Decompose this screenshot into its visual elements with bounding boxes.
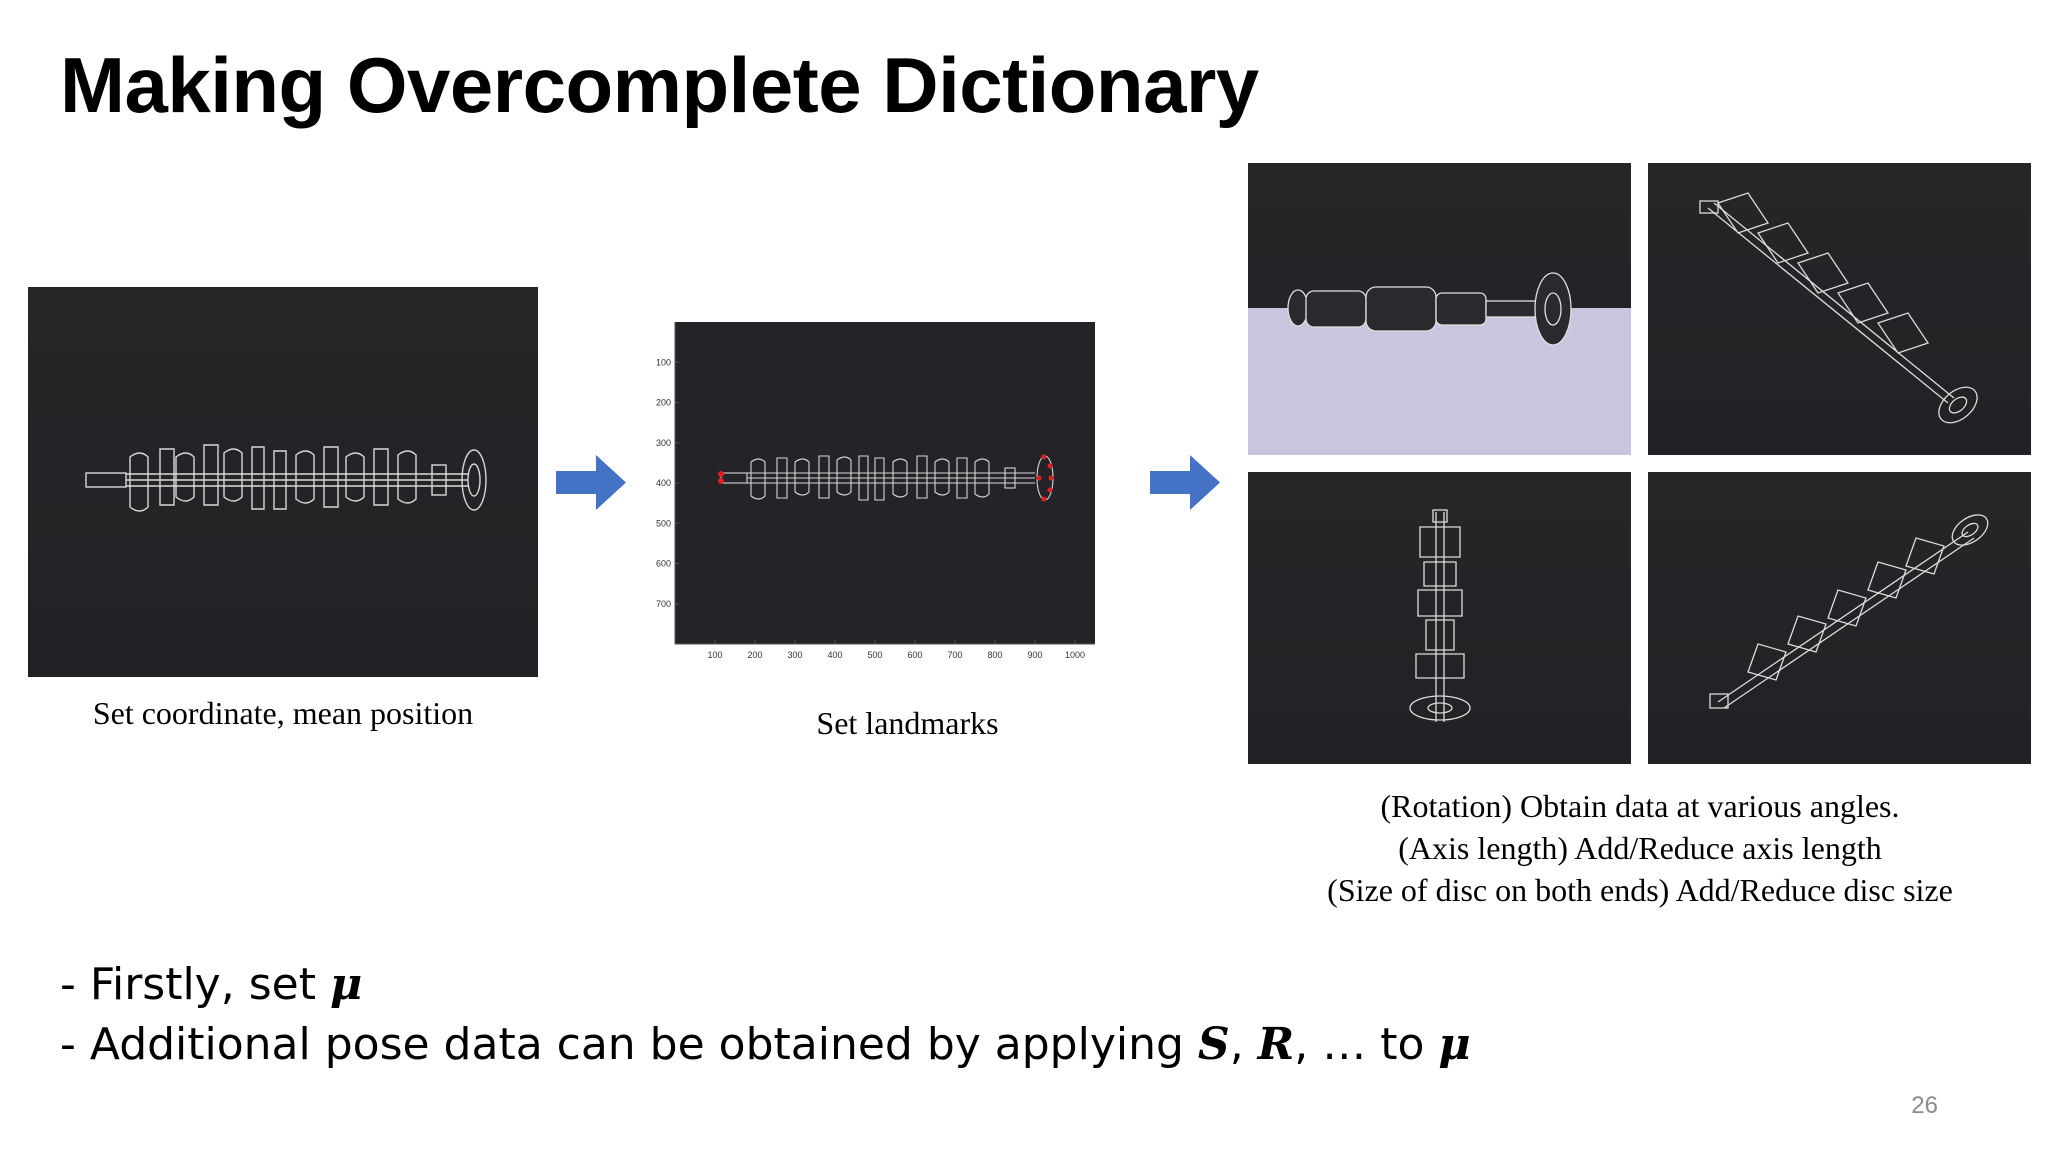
bullet-2: - Additional pose data can be obtained b…	[60, 1015, 1471, 1075]
bullet-1: - Firstly, set μ	[60, 955, 1471, 1015]
augmentation-description: (Rotation) Obtain data at various angles…	[1240, 785, 2040, 911]
rotated-view-3	[1248, 472, 1631, 764]
mu-symbol-2: μ	[1438, 1019, 1471, 1070]
desc-line-disc: (Size of disc on both ends) Add/Reduce d…	[1327, 872, 1953, 908]
y-tick-label: 400	[656, 478, 671, 488]
x-tick-label: 200	[747, 650, 762, 660]
x-tick-label: 800	[987, 650, 1002, 660]
y-tick-label: 300	[656, 438, 671, 448]
desc-line-rotation: (Rotation) Obtain data at various angles…	[1380, 788, 1900, 824]
y-tick-label: 100	[656, 357, 671, 367]
landmark-plot: 100 200 300 400 500 600 700 800 900 1000 100 200 30…	[655, 310, 1115, 670]
y-tick-label: 600	[656, 559, 671, 569]
mean-position-image	[28, 287, 538, 677]
right-arrow-icon	[1150, 455, 1220, 510]
desc-line-axis: (Axis length) Add/Reduce axis length	[1398, 830, 1882, 866]
x-tick-label: 400	[827, 650, 842, 660]
x-tick-label: 600	[907, 650, 922, 660]
y-tick-label: 200	[656, 398, 671, 408]
x-tick-label: 100	[707, 650, 722, 660]
y-tick-label: 700	[656, 599, 671, 609]
bullet-2-text: - Additional pose data can be obtained b…	[60, 1019, 1198, 1070]
crankshaft-drawing	[85, 444, 487, 512]
rotated-view-1	[1248, 163, 1631, 455]
caption-step1: Set coordinate, mean position	[92, 695, 474, 731]
rotated-view-2	[1648, 163, 2031, 455]
mu-symbol: μ	[329, 959, 363, 1010]
s-symbol: S	[1197, 1019, 1230, 1070]
bullet-2-tail: , … to	[1294, 1019, 1439, 1070]
separator: ,	[1229, 1019, 1258, 1070]
bullet-list: - Firstly, set μ - Additional pose data …	[60, 955, 1471, 1075]
slide-title: Making Overcomplete Dictionary	[60, 41, 1259, 129]
x-tick-label: 1000	[1065, 650, 1085, 660]
right-arrow-icon	[556, 455, 626, 510]
bullet-1-text: - Firstly, set	[60, 959, 330, 1010]
x-tick-label: 500	[867, 650, 882, 660]
page-number: 26	[1911, 1092, 1938, 1119]
rotated-view-4	[1648, 472, 2031, 764]
r-symbol: R	[1257, 1019, 1295, 1070]
x-tick-label: 700	[947, 650, 962, 660]
landmark-points	[718, 454, 1054, 502]
y-tick-label: 500	[656, 518, 671, 528]
caption-step2: Set landmarks	[816, 705, 999, 741]
x-tick-label: 900	[1027, 650, 1042, 660]
x-tick-label: 300	[787, 650, 802, 660]
